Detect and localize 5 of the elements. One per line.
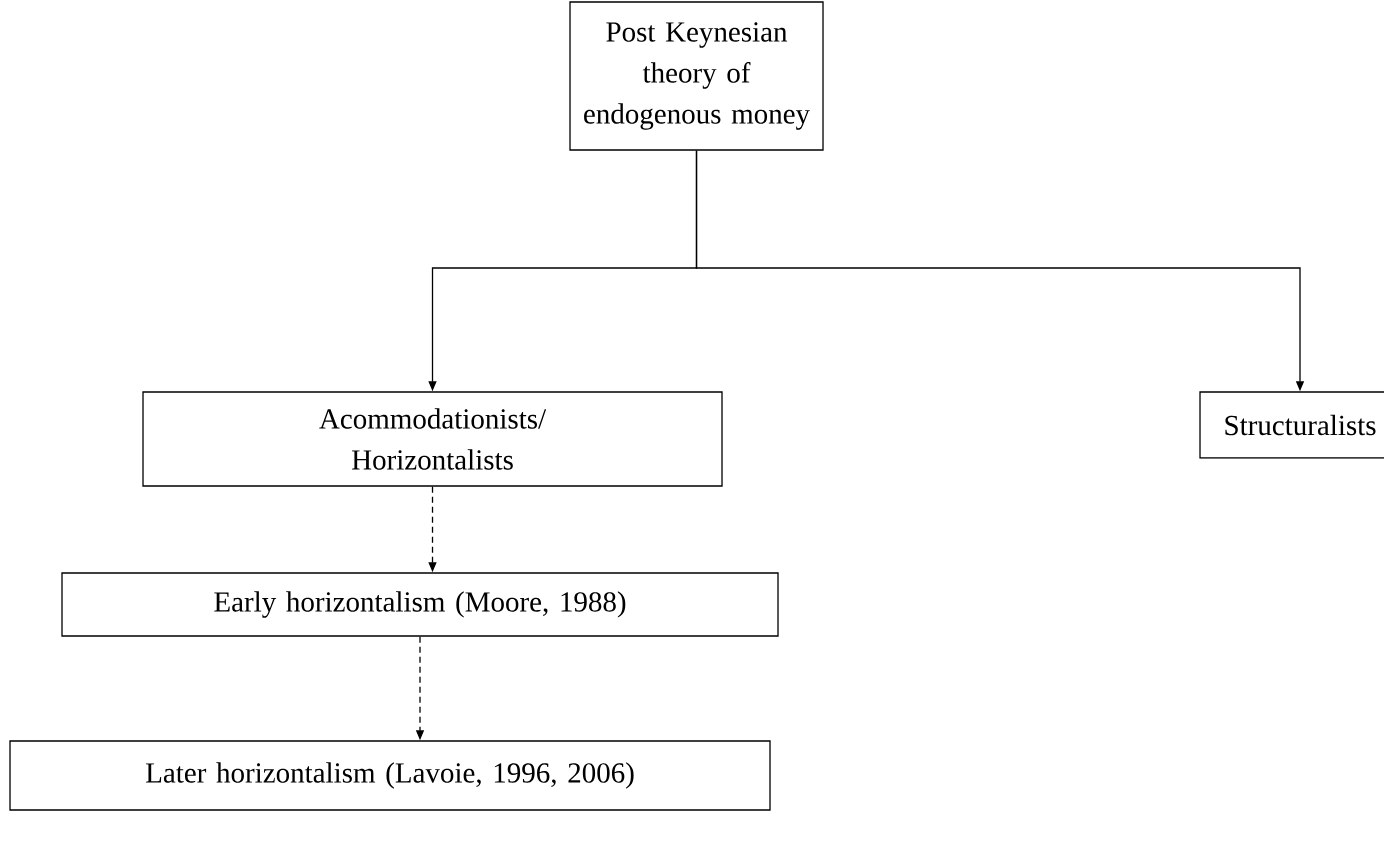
text-box: Acommodationists/ Horizontalists bbox=[142, 391, 723, 487]
text-box: Post Keynesian theory of endogenous money bbox=[569, 1, 824, 151]
text-box: Structuralists bbox=[1199, 391, 1384, 459]
text-box: Early horizontalism (Moore, 1988) bbox=[61, 572, 779, 637]
text-box: Later horizontalism (Lavoie, 1996, 2006) bbox=[9, 740, 771, 811]
